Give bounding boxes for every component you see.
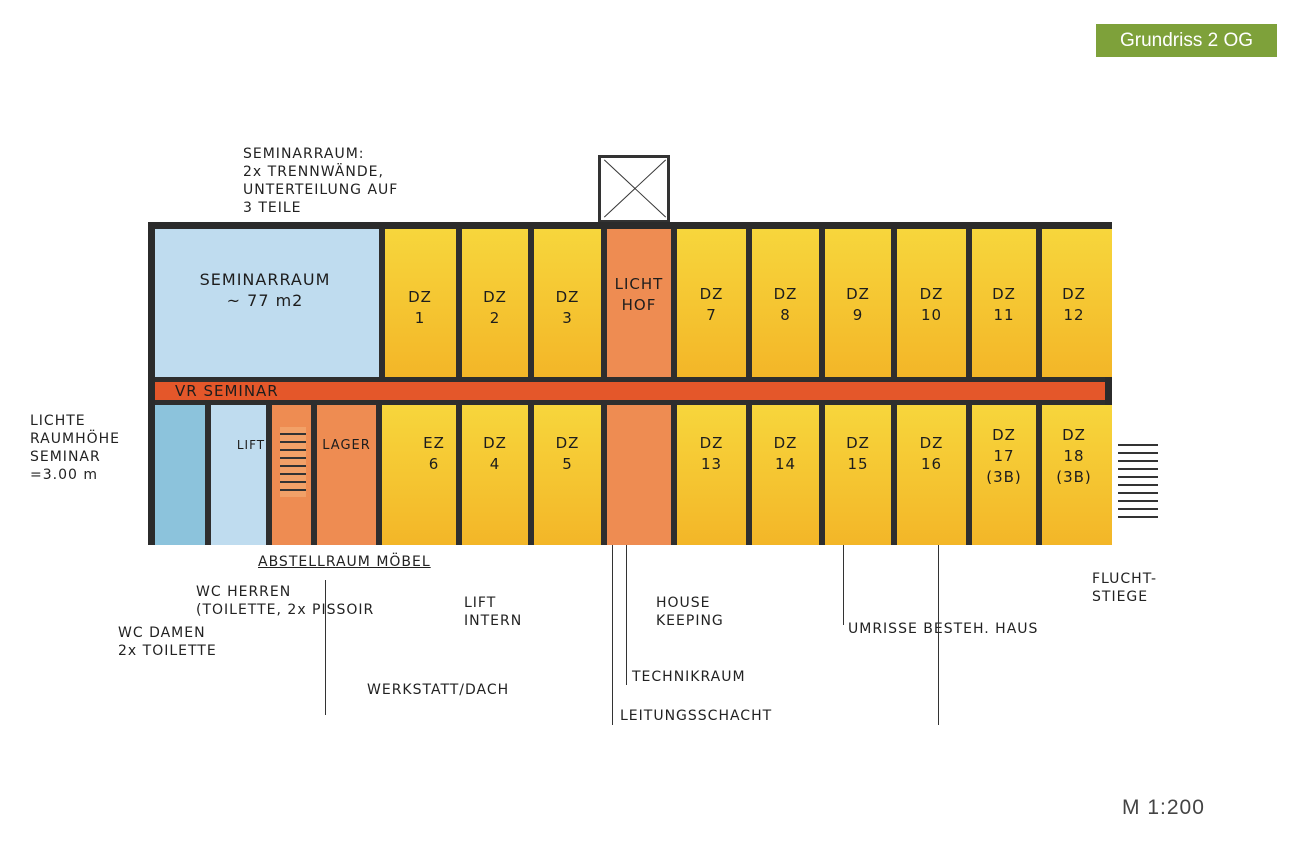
room-dz1: DZ 1 xyxy=(385,229,462,377)
corridor: VR SEMINAR xyxy=(155,377,1105,405)
leader-line xyxy=(938,545,939,725)
room-label: DZ 15 xyxy=(846,434,870,473)
title-badge: Grundriss 2 OG xyxy=(1096,24,1277,57)
light-shaft-roof xyxy=(598,155,670,223)
room-label: DZ 17 (3B) xyxy=(986,426,1022,486)
room-dz18: DZ 18 (3B) xyxy=(1042,405,1112,545)
leader-line xyxy=(325,580,326,715)
room-label: DZ 2 xyxy=(483,288,507,327)
room-dz3: DZ 3 xyxy=(534,229,607,377)
room-dz4: DZ 4 xyxy=(462,405,534,545)
leader-line xyxy=(843,545,844,625)
room-label: DZ 5 xyxy=(555,434,580,473)
lager: LAGER xyxy=(317,405,382,545)
room-label: DZ 12 xyxy=(1062,285,1086,324)
room-dz12: DZ 12 xyxy=(1042,229,1112,377)
room-label: DZ 3 xyxy=(555,288,580,327)
floor-plan: SEMINARRAUM ~ 77 m2 DZ 1 DZ 2 DZ 3 LICHT… xyxy=(148,222,1112,545)
escape-stair-icon xyxy=(1118,438,1158,518)
room-label: DZ 13 xyxy=(699,434,724,473)
room-label: LAGER xyxy=(322,438,371,453)
room-dz14: DZ 14 xyxy=(752,405,825,545)
room-dz9: DZ 9 xyxy=(825,229,897,377)
room-dz8: DZ 8 xyxy=(752,229,825,377)
leader-line xyxy=(612,545,613,725)
room-dz5: DZ 5 xyxy=(534,405,607,545)
room-label: DZ 8 xyxy=(773,285,798,324)
note-leitungsschacht: LEITUNGSSCHACHT xyxy=(620,708,773,724)
note-fluchtstiege: FLUCHT- STIEGE xyxy=(1092,571,1158,605)
staircase xyxy=(272,405,317,545)
room-label: SEMINARRAUM ~ 77 m2 xyxy=(199,270,331,310)
note-abstellraum: ABSTELLRAUM MÖBEL xyxy=(258,554,431,570)
room-dz15: DZ 15 xyxy=(825,405,897,545)
note-seminar-partitions: SEMINARRAUM: 2x TRENNWÄNDE, UNTERTEILUNG… xyxy=(243,146,399,216)
room-label: DZ 10 xyxy=(919,285,944,324)
leader-line xyxy=(626,545,627,685)
room-label: DZ 14 xyxy=(773,434,798,473)
note-werkstatt: WERKSTATT/DACH xyxy=(367,682,510,698)
room-ez6: EZ 6 xyxy=(382,405,462,545)
room-label: DZ 9 xyxy=(846,285,870,324)
room-label: EZ 6 xyxy=(423,434,445,473)
note-room-height: LICHTE RAUMHÖHE SEMINAR =3.00 m xyxy=(30,413,120,483)
wc-damen xyxy=(155,405,211,545)
stairs-icon xyxy=(280,427,306,497)
room-label: DZ 18 (3B) xyxy=(1056,426,1092,486)
seminar-room: SEMINARRAUM ~ 77 m2 xyxy=(155,229,385,377)
room-dz17: DZ 17 (3B) xyxy=(972,405,1042,545)
note-umrisse: UMRISSE BESTEH. HAUS xyxy=(848,621,1039,637)
room-label: DZ 4 xyxy=(483,434,507,473)
room-dz16: DZ 16 xyxy=(897,405,972,545)
scale-label: M 1:200 xyxy=(1122,796,1205,819)
room-dz7: DZ 7 xyxy=(677,229,752,377)
room-dz10: DZ 10 xyxy=(897,229,972,377)
lift-label: LIFT xyxy=(236,438,266,452)
note-lift-intern: LIFT INTERN xyxy=(464,595,523,629)
room-label: DZ 11 xyxy=(992,285,1016,324)
room-label: DZ 1 xyxy=(408,288,432,327)
note-wc-damen: WC DAMEN 2x TOILETTE xyxy=(118,625,217,659)
room-dz11: DZ 11 xyxy=(972,229,1042,377)
room-dz13: DZ 13 xyxy=(677,405,752,545)
wc-herren: LIFT xyxy=(211,405,272,545)
note-wc-herren: WC HERREN (TOILETTE, 2x PISSOIR xyxy=(196,584,375,618)
room-label: LICHT HOF xyxy=(614,275,664,314)
note-technikraum: TECHNIKRAUM xyxy=(632,669,746,685)
room-label: DZ 7 xyxy=(699,285,724,324)
note-housekeeping: HOUSE KEEPING xyxy=(656,595,724,629)
corridor-label: VR SEMINAR xyxy=(175,382,279,400)
room-label: DZ 16 xyxy=(919,434,944,473)
room-dz2: DZ 2 xyxy=(462,229,534,377)
